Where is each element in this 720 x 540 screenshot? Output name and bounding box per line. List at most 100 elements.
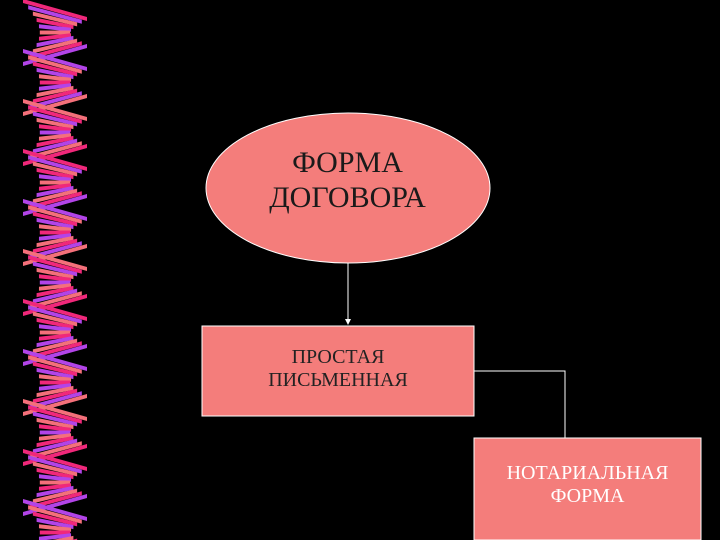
ribbon-stripe bbox=[39, 180, 71, 185]
connector-arrowhead bbox=[345, 319, 351, 325]
ribbon-stripe bbox=[36, 217, 74, 230]
ribbon-stripe bbox=[32, 11, 78, 27]
ribbon-stripe bbox=[38, 433, 72, 441]
ribbon-stripe bbox=[23, 199, 87, 221]
ribbon-stripe bbox=[32, 488, 78, 504]
ribbon-stripe bbox=[32, 188, 78, 204]
ribbon-stripe bbox=[36, 85, 74, 98]
ribbon-stripe bbox=[32, 238, 78, 254]
root-node-line1: ФОРМА bbox=[292, 146, 403, 179]
ribbon-stripe bbox=[36, 485, 74, 498]
ribbon-stripe bbox=[36, 35, 74, 48]
ribbon-stripe bbox=[32, 361, 78, 377]
ribbon-stripe bbox=[32, 311, 78, 327]
ribbon-stripe bbox=[36, 367, 74, 380]
ribbon-stripe bbox=[36, 417, 74, 430]
ribbon-stripe bbox=[36, 467, 74, 480]
ribbon-stripe bbox=[36, 285, 74, 298]
ribbon-stripe bbox=[38, 424, 72, 432]
ribbon-stripe bbox=[36, 517, 74, 530]
ribbon-stripe bbox=[39, 480, 71, 485]
ribbon-stripe bbox=[38, 33, 72, 41]
ribbon-stripe bbox=[38, 83, 72, 91]
ribbon-stripe bbox=[39, 80, 71, 85]
ribbon-stripe bbox=[39, 380, 71, 385]
ribbon-stripe bbox=[36, 317, 74, 330]
ribbon-stripe bbox=[36, 335, 74, 348]
ribbon-stripe bbox=[36, 267, 74, 280]
root-node-line2: ДОГОВОРА bbox=[269, 180, 426, 214]
ribbon-stripe bbox=[32, 38, 78, 54]
ribbon-stripe bbox=[39, 280, 71, 285]
simple-written-label: ПРОСТАЯ ПИСЬМЕННАЯ bbox=[202, 346, 474, 392]
ribbon-stripe bbox=[36, 235, 74, 248]
ribbon-stripe bbox=[23, 149, 87, 171]
ribbon-stripe bbox=[32, 511, 78, 527]
simple-written-line2: ПИСЬМЕННАЯ bbox=[268, 369, 408, 391]
root-node-ellipse bbox=[205, 112, 491, 264]
ribbon-stripe bbox=[28, 155, 82, 174]
ribbon-stripe bbox=[32, 138, 78, 154]
ribbon-stripe bbox=[32, 461, 78, 477]
simple-written-line1: ПРОСТАЯ bbox=[291, 346, 385, 368]
ribbon-stripe bbox=[23, 249, 87, 271]
ribbon-stripe bbox=[39, 130, 71, 135]
ribbon-stripe bbox=[32, 88, 78, 104]
ribbon-stripe bbox=[38, 324, 72, 332]
ribbon-stripe bbox=[32, 111, 78, 127]
ribbon-stripe bbox=[28, 455, 82, 474]
ribbon-stripe bbox=[32, 61, 78, 77]
ribbon-stripe bbox=[32, 261, 78, 277]
ribbon-stripe bbox=[39, 30, 71, 35]
ribbon-stripe bbox=[38, 383, 72, 391]
notarial-line2: ФОРМА bbox=[550, 485, 625, 507]
ribbon-stripe bbox=[36, 67, 74, 80]
ribbon-stripe bbox=[32, 388, 78, 404]
ribbon-stripe bbox=[38, 24, 72, 32]
ribbon-stripe bbox=[28, 5, 82, 24]
notarial-line1: НОТАРИАЛЬНАЯ bbox=[506, 462, 669, 484]
notarial-box bbox=[473, 437, 702, 540]
spiral-ribbon-icon bbox=[23, 0, 87, 540]
ribbon-stripe bbox=[23, 349, 87, 371]
root-node-label: ФОРМА ДОГОВОРА bbox=[205, 146, 490, 215]
ribbon-stripe bbox=[38, 283, 72, 291]
ribbon-stripe bbox=[38, 133, 72, 141]
ribbon-stripe bbox=[23, 0, 87, 21]
ribbon-stripe bbox=[32, 438, 78, 454]
ribbon-stripe bbox=[32, 288, 78, 304]
ribbon-stripe bbox=[23, 99, 87, 121]
ribbon-stripe bbox=[36, 185, 74, 198]
notarial-label: НОТАРИАЛЬНАЯ ФОРМА bbox=[474, 462, 701, 508]
ribbon-stripe bbox=[32, 338, 78, 354]
ribbon-stripe bbox=[36, 435, 74, 448]
connector-simple-to-notarial bbox=[474, 370, 566, 438]
ribbon-stripe bbox=[28, 355, 82, 374]
ribbon-stripe bbox=[38, 74, 72, 82]
ribbon-stripe bbox=[28, 55, 82, 74]
ribbon-stripe bbox=[36, 17, 74, 30]
ribbon-stripe bbox=[38, 233, 72, 241]
ribbon-stripe bbox=[38, 524, 72, 532]
ribbon-stripe bbox=[39, 330, 71, 335]
ribbon-stripe bbox=[38, 533, 72, 540]
ribbon-stripe bbox=[23, 49, 87, 71]
ribbon-stripe bbox=[28, 205, 82, 224]
ribbon-stripe bbox=[38, 174, 72, 182]
ribbon-stripe bbox=[39, 430, 71, 435]
ribbon-stripe bbox=[28, 505, 82, 524]
ribbon-stripe bbox=[36, 167, 74, 180]
ribbon-stripe bbox=[28, 305, 82, 324]
ribbon-stripe bbox=[38, 224, 72, 232]
ribbon-stripe bbox=[36, 385, 74, 398]
ribbon-stripe bbox=[28, 255, 82, 274]
ribbon-stripe bbox=[38, 183, 72, 191]
ribbon-stripe bbox=[38, 333, 72, 341]
ribbon-stripe bbox=[36, 117, 74, 130]
ribbon-stripe bbox=[23, 299, 87, 321]
ribbon-stripe bbox=[38, 474, 72, 482]
simple-written-box bbox=[201, 325, 475, 417]
ribbon-stripe bbox=[23, 449, 87, 471]
ribbon-stripe bbox=[38, 124, 72, 132]
